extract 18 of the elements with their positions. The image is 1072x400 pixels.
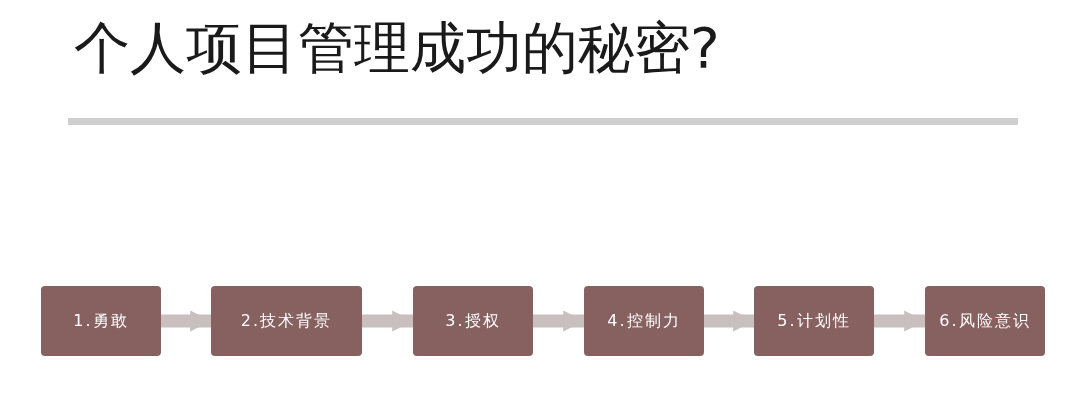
process-box xyxy=(754,286,874,356)
title: 个人项目管理成功的秘密? xyxy=(74,14,720,82)
process-box xyxy=(41,286,161,356)
process-box xyxy=(413,286,533,356)
process-box xyxy=(584,286,704,356)
arrow xyxy=(161,310,211,332)
step-label: 2.技术背景 xyxy=(240,310,333,332)
process-box xyxy=(211,286,362,356)
step-label: 1.勇敢 xyxy=(73,310,129,332)
process-box xyxy=(925,286,1045,356)
step-label: 5.计划性 xyxy=(777,310,851,332)
arrow xyxy=(704,310,754,332)
step-label: 6.风险意识 xyxy=(939,310,1031,332)
step-label: 4.控制力 xyxy=(607,310,681,332)
step-label: 3.授权 xyxy=(445,310,501,332)
arrow xyxy=(874,310,925,332)
arrow xyxy=(362,310,413,332)
arrow xyxy=(533,310,584,332)
